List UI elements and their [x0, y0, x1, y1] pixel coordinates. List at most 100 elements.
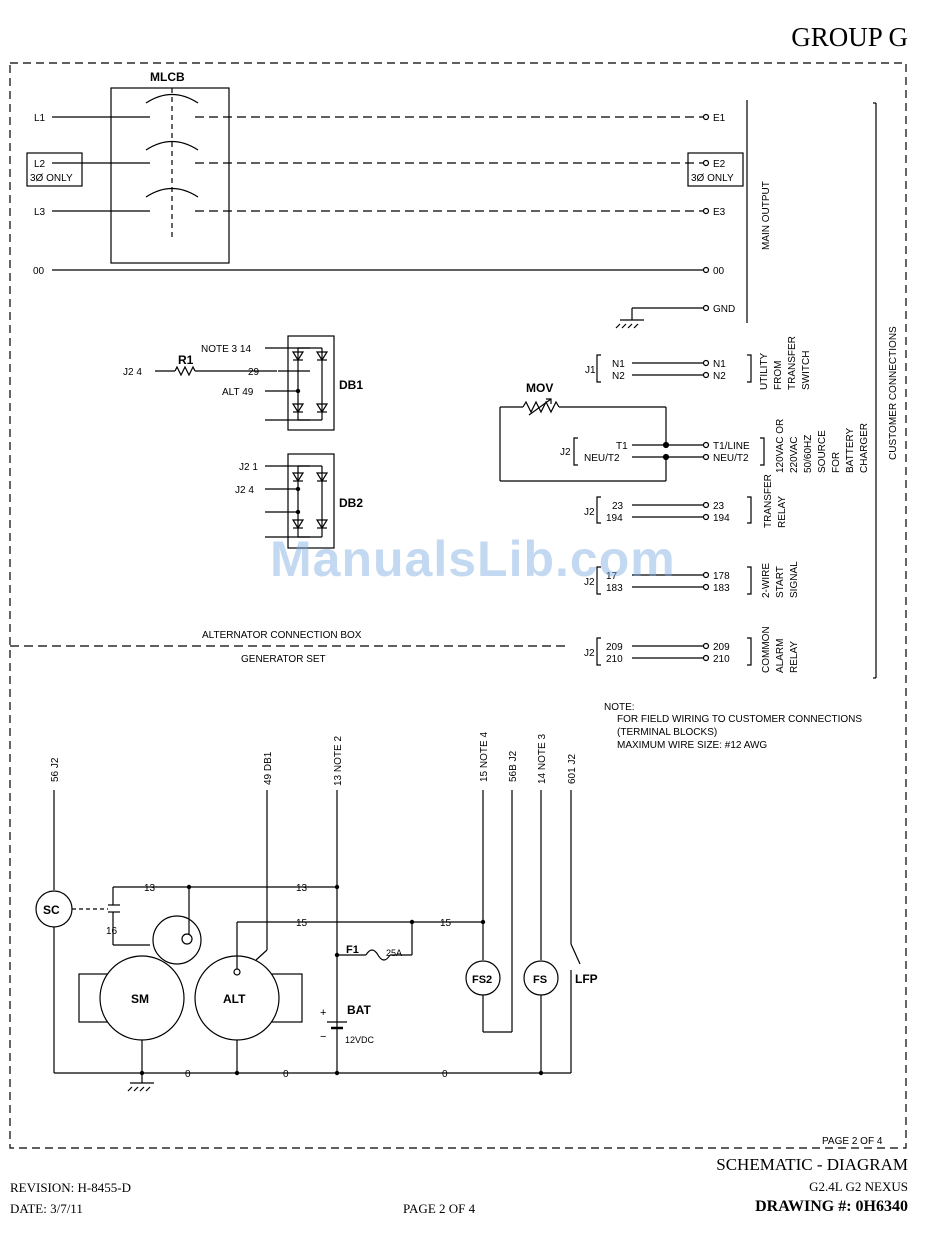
wire-0-a: 0	[185, 1069, 191, 1080]
j2-label-t1: J2	[560, 447, 571, 458]
battery-minus-label: −	[320, 1031, 326, 1043]
n2-right: N2	[713, 371, 726, 382]
drawing-number: DRAWING #: 0H6340	[755, 1198, 908, 1215]
j2-label-209: J2	[584, 648, 595, 659]
t210-left: 210	[606, 654, 623, 665]
charger-label-5: BATTERY	[845, 427, 856, 473]
transfer-relay-label-0: TRANSFER	[763, 474, 774, 528]
mlcb-title: MLCB	[150, 70, 185, 84]
charger-label-1: 220VAC	[789, 436, 800, 473]
neu-left: NEU/T2	[584, 453, 620, 464]
group-title: GROUP G	[791, 22, 908, 52]
label-00-left: 00	[33, 266, 45, 277]
lfp-label: LFP	[575, 972, 598, 986]
wire-13-a: 13	[144, 883, 156, 894]
note-title: NOTE:	[604, 702, 635, 713]
wire-0-c: 0	[442, 1069, 448, 1080]
revision: REVISION: H-8455-D	[10, 1180, 131, 1195]
label-3phase-left: 3Ø ONLY	[30, 173, 73, 184]
n2-left: N2	[612, 371, 625, 382]
schematic-title: SCHEMATIC - DIAGRAM	[716, 1155, 908, 1174]
l2-box	[26, 152, 83, 187]
j2-label-23: J2	[584, 507, 595, 518]
label-e1: E1	[713, 113, 726, 124]
feeder-label-49db1: 49 DB1	[263, 751, 274, 785]
page-number: PAGE 2 OF 4	[403, 1201, 476, 1216]
t210-right: 210	[713, 654, 730, 665]
genset-label: GENERATOR SET	[241, 654, 326, 665]
feeder-label-15note4: 15 NOTE 4	[479, 732, 490, 782]
alternator-box-label: ALTERNATOR CONNECTION BOX	[202, 630, 362, 641]
fuse-rating-label: 25A	[386, 948, 402, 958]
f1-label: F1	[346, 944, 359, 956]
t178-right: 178	[713, 571, 730, 582]
label-l3: L3	[34, 207, 46, 218]
e2-box	[687, 152, 744, 187]
charger-label-6: CHARGER	[859, 423, 870, 473]
t1-left: T1	[616, 441, 628, 452]
feeder-label-56j2: 56 J2	[50, 757, 61, 782]
bat-label: BAT	[347, 1003, 371, 1017]
note3-14-label: NOTE 3 14	[201, 344, 251, 355]
db2-box	[287, 453, 335, 549]
r1-label: R1	[178, 353, 194, 367]
feeder-label-13note2: 13 NOTE 2	[333, 736, 344, 786]
drawing-frame	[9, 62, 907, 1149]
t183-left: 183	[606, 583, 623, 594]
label-l2: L2	[34, 159, 46, 170]
t194-right: 194	[713, 513, 730, 524]
customer-connections-label: CUSTOMER CONNECTIONS	[888, 326, 899, 460]
battery-plus-label: +	[320, 1007, 326, 1019]
db2-j2-1-label: J2 1	[239, 462, 258, 473]
j2-label-17: J2	[584, 577, 595, 588]
label-e2: E2	[713, 159, 726, 170]
wire-15-b: 15	[440, 918, 452, 929]
frame-page-number: PAGE 2 OF 4	[822, 1136, 883, 1147]
two-wire-label-2: SIGNAL	[789, 561, 800, 598]
j1-label: J1	[585, 365, 596, 376]
t209-right: 209	[713, 642, 730, 653]
wire-13-b: 13	[296, 883, 308, 894]
charger-label-4: FOR	[831, 452, 842, 473]
fs-label: FS	[533, 974, 547, 986]
label-00-right: 00	[713, 266, 725, 277]
wire-15-a: 15	[296, 918, 308, 929]
sm-label: SM	[131, 992, 149, 1006]
note-line-2: (TERMINAL BLOCKS)	[617, 727, 717, 738]
label-gnd: GND	[713, 304, 735, 315]
alt-label: ALT	[223, 992, 246, 1006]
sc-label: SC	[43, 903, 60, 917]
alarm-label-0: COMMON	[761, 626, 772, 673]
utility-label-3: SWITCH	[801, 351, 812, 390]
charger-label-2: 50/60HZ	[803, 435, 814, 473]
watermark: ManualsLib.com	[270, 531, 676, 587]
db1-box	[287, 335, 335, 431]
t23-left: 23	[612, 501, 624, 512]
db2-j2-4-label: J2 4	[235, 485, 254, 496]
date: DATE: 3/7/11	[10, 1201, 83, 1216]
fs2-label: FS2	[472, 974, 492, 986]
feeder-label-601j2: 601 J2	[567, 754, 578, 784]
main-output-label: MAIN OUTPUT	[761, 181, 772, 250]
charger-label-0: 120VAC OR	[775, 419, 786, 473]
t194-left: 194	[606, 513, 623, 524]
label-e3: E3	[713, 207, 726, 218]
utility-label-2: TRANSFER	[787, 336, 798, 390]
two-wire-label-1: START	[775, 566, 786, 598]
n1-right: N1	[713, 359, 726, 370]
db2-label: DB2	[339, 496, 363, 510]
t183-right: 183	[713, 583, 730, 594]
n1-left: N1	[612, 359, 625, 370]
r1-j2-label: J2 4	[123, 367, 142, 378]
label-3phase-right: 3Ø ONLY	[691, 173, 734, 184]
model-name: G2.4L G2 NEXUS	[809, 1179, 908, 1194]
wire-29-label: 29	[248, 367, 260, 378]
feeder-label-14note3: 14 NOTE 3	[537, 734, 548, 784]
t23-right: 23	[713, 501, 725, 512]
utility-label-1: FROM	[773, 361, 784, 390]
note-line-1: FOR FIELD WIRING TO CUSTOMER CONNECTIONS	[617, 714, 862, 725]
feeder-label-56bj2: 56B J2	[508, 750, 519, 782]
label-l1: L1	[34, 113, 46, 124]
charger-label-3: SOURCE	[817, 430, 828, 473]
